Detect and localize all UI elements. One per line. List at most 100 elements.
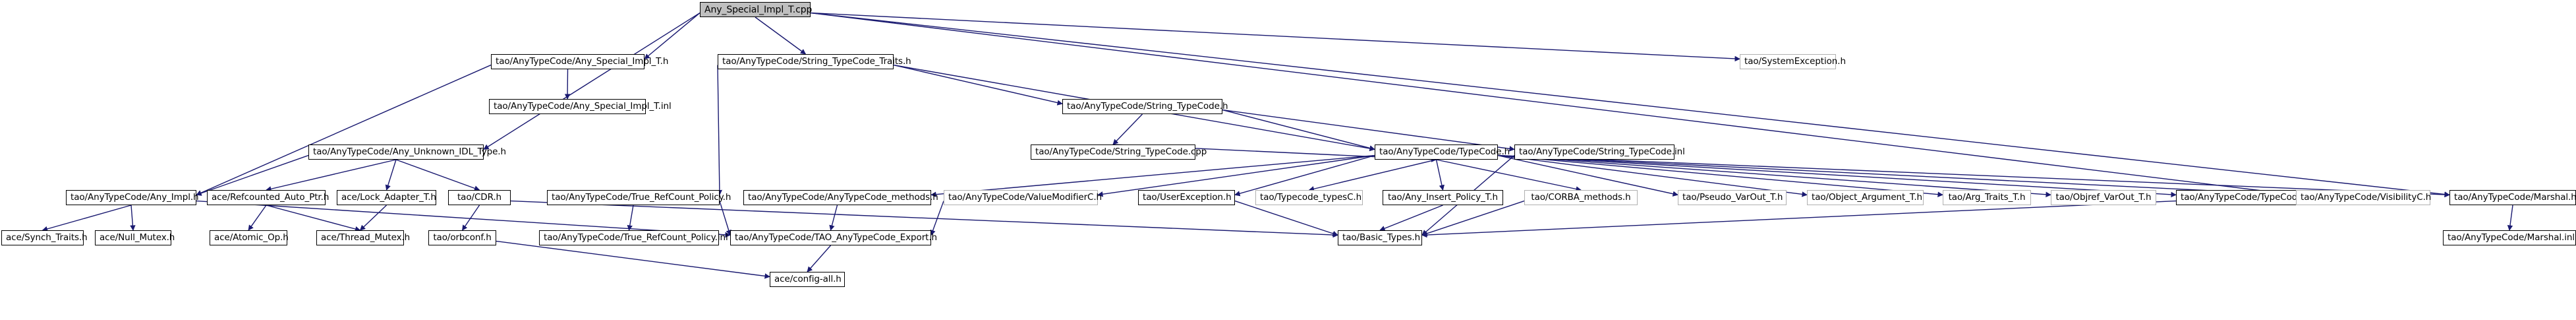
graph-node-label: tao/Object_Argument_T.h xyxy=(1812,191,1923,203)
graph-edge xyxy=(810,12,1740,62)
graph-node[interactable]: tao/Basic_Types.h xyxy=(1338,230,1422,245)
graph-node[interactable]: tao/AnyTypeCode/String_TypeCode.h xyxy=(1062,99,1228,114)
graph-node[interactable]: tao/Any_Insert_Policy_T.h xyxy=(1383,190,1503,205)
graph-node-label: ace/Atomic_Op.h xyxy=(214,232,289,243)
graph-node-label: tao/Objref_VarOut_T.h xyxy=(2055,191,2152,203)
graph-node[interactable]: tao/Arg_Traits_T.h xyxy=(1943,190,2031,205)
graph-edge xyxy=(755,16,807,55)
graph-edge xyxy=(359,205,387,231)
graph-node-label: ace/Refcounted_Auto_Ptr.h xyxy=(212,191,329,203)
graph-node-label: tao/UserException.h xyxy=(1143,191,1232,203)
graph-node-label: ace/Lock_Adapter_T.h xyxy=(341,191,436,203)
graph-node[interactable]: Any_Special_Impl_T.cpp xyxy=(700,2,813,17)
graph-edge xyxy=(483,12,701,150)
graph-node[interactable]: tao/Object_Argument_T.h xyxy=(1807,190,1924,205)
graph-node-label: ace/Thread_Mutex.h xyxy=(321,232,411,243)
graph-node-label: tao/AnyTypeCode/AnyTypeCode_methods.h xyxy=(748,191,938,203)
graph-node-label: tao/AnyTypeCode/TypeCode.inl xyxy=(2181,191,2316,203)
graph-edge xyxy=(196,64,492,196)
graph-node-label: tao/AnyTypeCode/TypeCode.h xyxy=(1379,146,1510,157)
graph-edge xyxy=(1497,154,2177,198)
graph-node[interactable]: ace/Lock_Adapter_T.h xyxy=(337,190,436,205)
graph-edge xyxy=(829,205,838,231)
graph-node[interactable]: ace/Atomic_Op.h xyxy=(210,230,289,245)
graph-node[interactable]: tao/CDR.h xyxy=(448,190,511,205)
graph-edge xyxy=(266,205,361,232)
graph-node[interactable]: tao/AnyTypeCode/Any_Special_Impl_T.h xyxy=(491,54,668,69)
graph-edge xyxy=(1436,159,1582,192)
graph-node-label: tao/AnyTypeCode/String_TypeCode_Traits.h xyxy=(722,55,911,67)
graph-edge xyxy=(1234,200,1338,236)
graph-node[interactable]: tao/AnyTypeCode/String_TypeCode.cpp xyxy=(1031,144,1207,160)
graph-node[interactable]: tao/AnyTypeCode/VisibilityC.h xyxy=(2296,190,2432,205)
graph-node[interactable]: tao/orbconf.h xyxy=(428,230,496,245)
graph-node-label: tao/AnyTypeCode/String_TypeCode.inl xyxy=(1519,146,1685,157)
graph-edge xyxy=(719,201,731,236)
graph-node[interactable]: tao/AnyTypeCode/String_TypeCode.inl xyxy=(1514,144,1685,160)
graph-node-label: ace/Null_Mutex.h xyxy=(100,232,175,243)
graph-node[interactable]: tao/Objref_VarOut_T.h xyxy=(2051,190,2156,205)
graph-edge xyxy=(807,245,832,272)
graph-node[interactable]: ace/Refcounted_Auto_Ptr.h xyxy=(207,190,329,205)
graph-node[interactable]: tao/UserException.h xyxy=(1138,190,1235,205)
graph-node[interactable]: ace/Null_Mutex.h xyxy=(95,230,175,245)
graph-edge xyxy=(42,205,132,232)
graph-edge xyxy=(1222,109,1515,152)
graph-edge xyxy=(564,69,571,100)
graph-node-label: tao/AnyTypeCode/Marshal.inl xyxy=(2447,232,2575,243)
graph-node[interactable]: tao/AnyTypeCode/True_RefCount_Policy.inl xyxy=(539,230,728,245)
graph-edge xyxy=(1497,154,2297,198)
graph-node[interactable]: ace/config-all.h xyxy=(770,272,845,287)
graph-edge xyxy=(130,205,136,231)
graph-node[interactable]: tao/AnyTypeCode/Any_Special_Impl_T.inl xyxy=(489,99,672,114)
graph-node[interactable]: tao/AnyTypeCode/Marshal.inl xyxy=(2443,230,2576,245)
graph-node-label: tao/AnyTypeCode/VisibilityC.h xyxy=(2301,191,2432,203)
graph-node-label: Any_Special_Impl_T.cpp xyxy=(704,4,813,15)
graph-edge xyxy=(1435,159,1445,191)
graph-node-label: tao/AnyTypeCode/String_TypeCode.cpp xyxy=(1035,146,1207,157)
graph-node[interactable]: tao/AnyTypeCode/String_TypeCode_Traits.h xyxy=(718,54,911,69)
graph-edge xyxy=(644,13,701,59)
graph-node[interactable]: ace/Synch_Traits.h xyxy=(1,230,88,245)
graph-edge xyxy=(930,154,1375,197)
graph-node-label: tao/AnyTypeCode/Marshal.h xyxy=(2454,191,2576,203)
graph-node[interactable]: tao/CORBA_methods.h xyxy=(1524,190,1638,205)
graph-node[interactable]: tao/Pseudo_VarOut_T.h xyxy=(1678,190,1787,205)
graph-edge xyxy=(810,12,2450,197)
graph-node-label: tao/CORBA_methods.h xyxy=(1531,191,1631,203)
graph-node[interactable]: ace/Thread_Mutex.h xyxy=(316,230,411,245)
graph-edge xyxy=(1497,154,1678,197)
graph-edge xyxy=(1421,200,2177,238)
graph-node-label: tao/AnyTypeCode/TAO_AnyTypeCode_Export.h xyxy=(735,232,937,243)
graph-node[interactable]: tao/AnyTypeCode/Marshal.h xyxy=(2449,190,2576,205)
graph-edge xyxy=(1379,205,1443,232)
graph-edge xyxy=(893,64,1063,106)
graph-node-label: tao/Pseudo_VarOut_T.h xyxy=(1682,191,1783,203)
graph-edge xyxy=(1497,154,2051,198)
graph-node-label: tao/CDR.h xyxy=(457,191,502,203)
graph-node-label: tao/Any_Insert_Policy_T.h xyxy=(1388,191,1498,203)
graph-node[interactable]: tao/AnyTypeCode/Any_Unknown_IDL_Type.h xyxy=(308,144,506,160)
graph-node-label: tao/AnyTypeCode/String_TypeCode.h xyxy=(1067,100,1228,112)
graph-node[interactable]: tao/AnyTypeCode/TAO_AnyTypeCode_Export.h xyxy=(730,230,937,245)
graph-edge xyxy=(461,205,480,231)
graph-edge xyxy=(385,159,397,191)
graph-node[interactable]: tao/Typecode_typesC.h xyxy=(1255,190,1363,205)
graph-node[interactable]: tao/AnyTypeCode/TypeCode.h xyxy=(1375,144,1510,160)
graph-edge xyxy=(1308,159,1437,192)
graph-node[interactable]: tao/AnyTypeCode/AnyTypeCode_methods.h xyxy=(743,190,938,205)
graph-node[interactable]: tao/AnyTypeCode/ValueModifierC.h xyxy=(944,190,1102,205)
graph-node[interactable]: tao/SystemException.h xyxy=(1740,54,1846,69)
graph-node-label: tao/SystemException.h xyxy=(1744,55,1846,67)
graph-node[interactable]: tao/AnyTypeCode/True_RefCount_Policy.h xyxy=(547,190,731,205)
graph-edge xyxy=(248,205,267,231)
graph-edge xyxy=(196,154,309,196)
graph-edge xyxy=(1497,154,1808,197)
graph-edge xyxy=(1497,154,1943,197)
graph-edge xyxy=(930,201,944,236)
graph-edge xyxy=(810,12,2297,197)
graph-node[interactable]: tao/AnyTypeCode/Any_Impl.h xyxy=(66,190,199,205)
graph-edge xyxy=(1112,113,1143,145)
graph-edge xyxy=(1421,200,1525,236)
